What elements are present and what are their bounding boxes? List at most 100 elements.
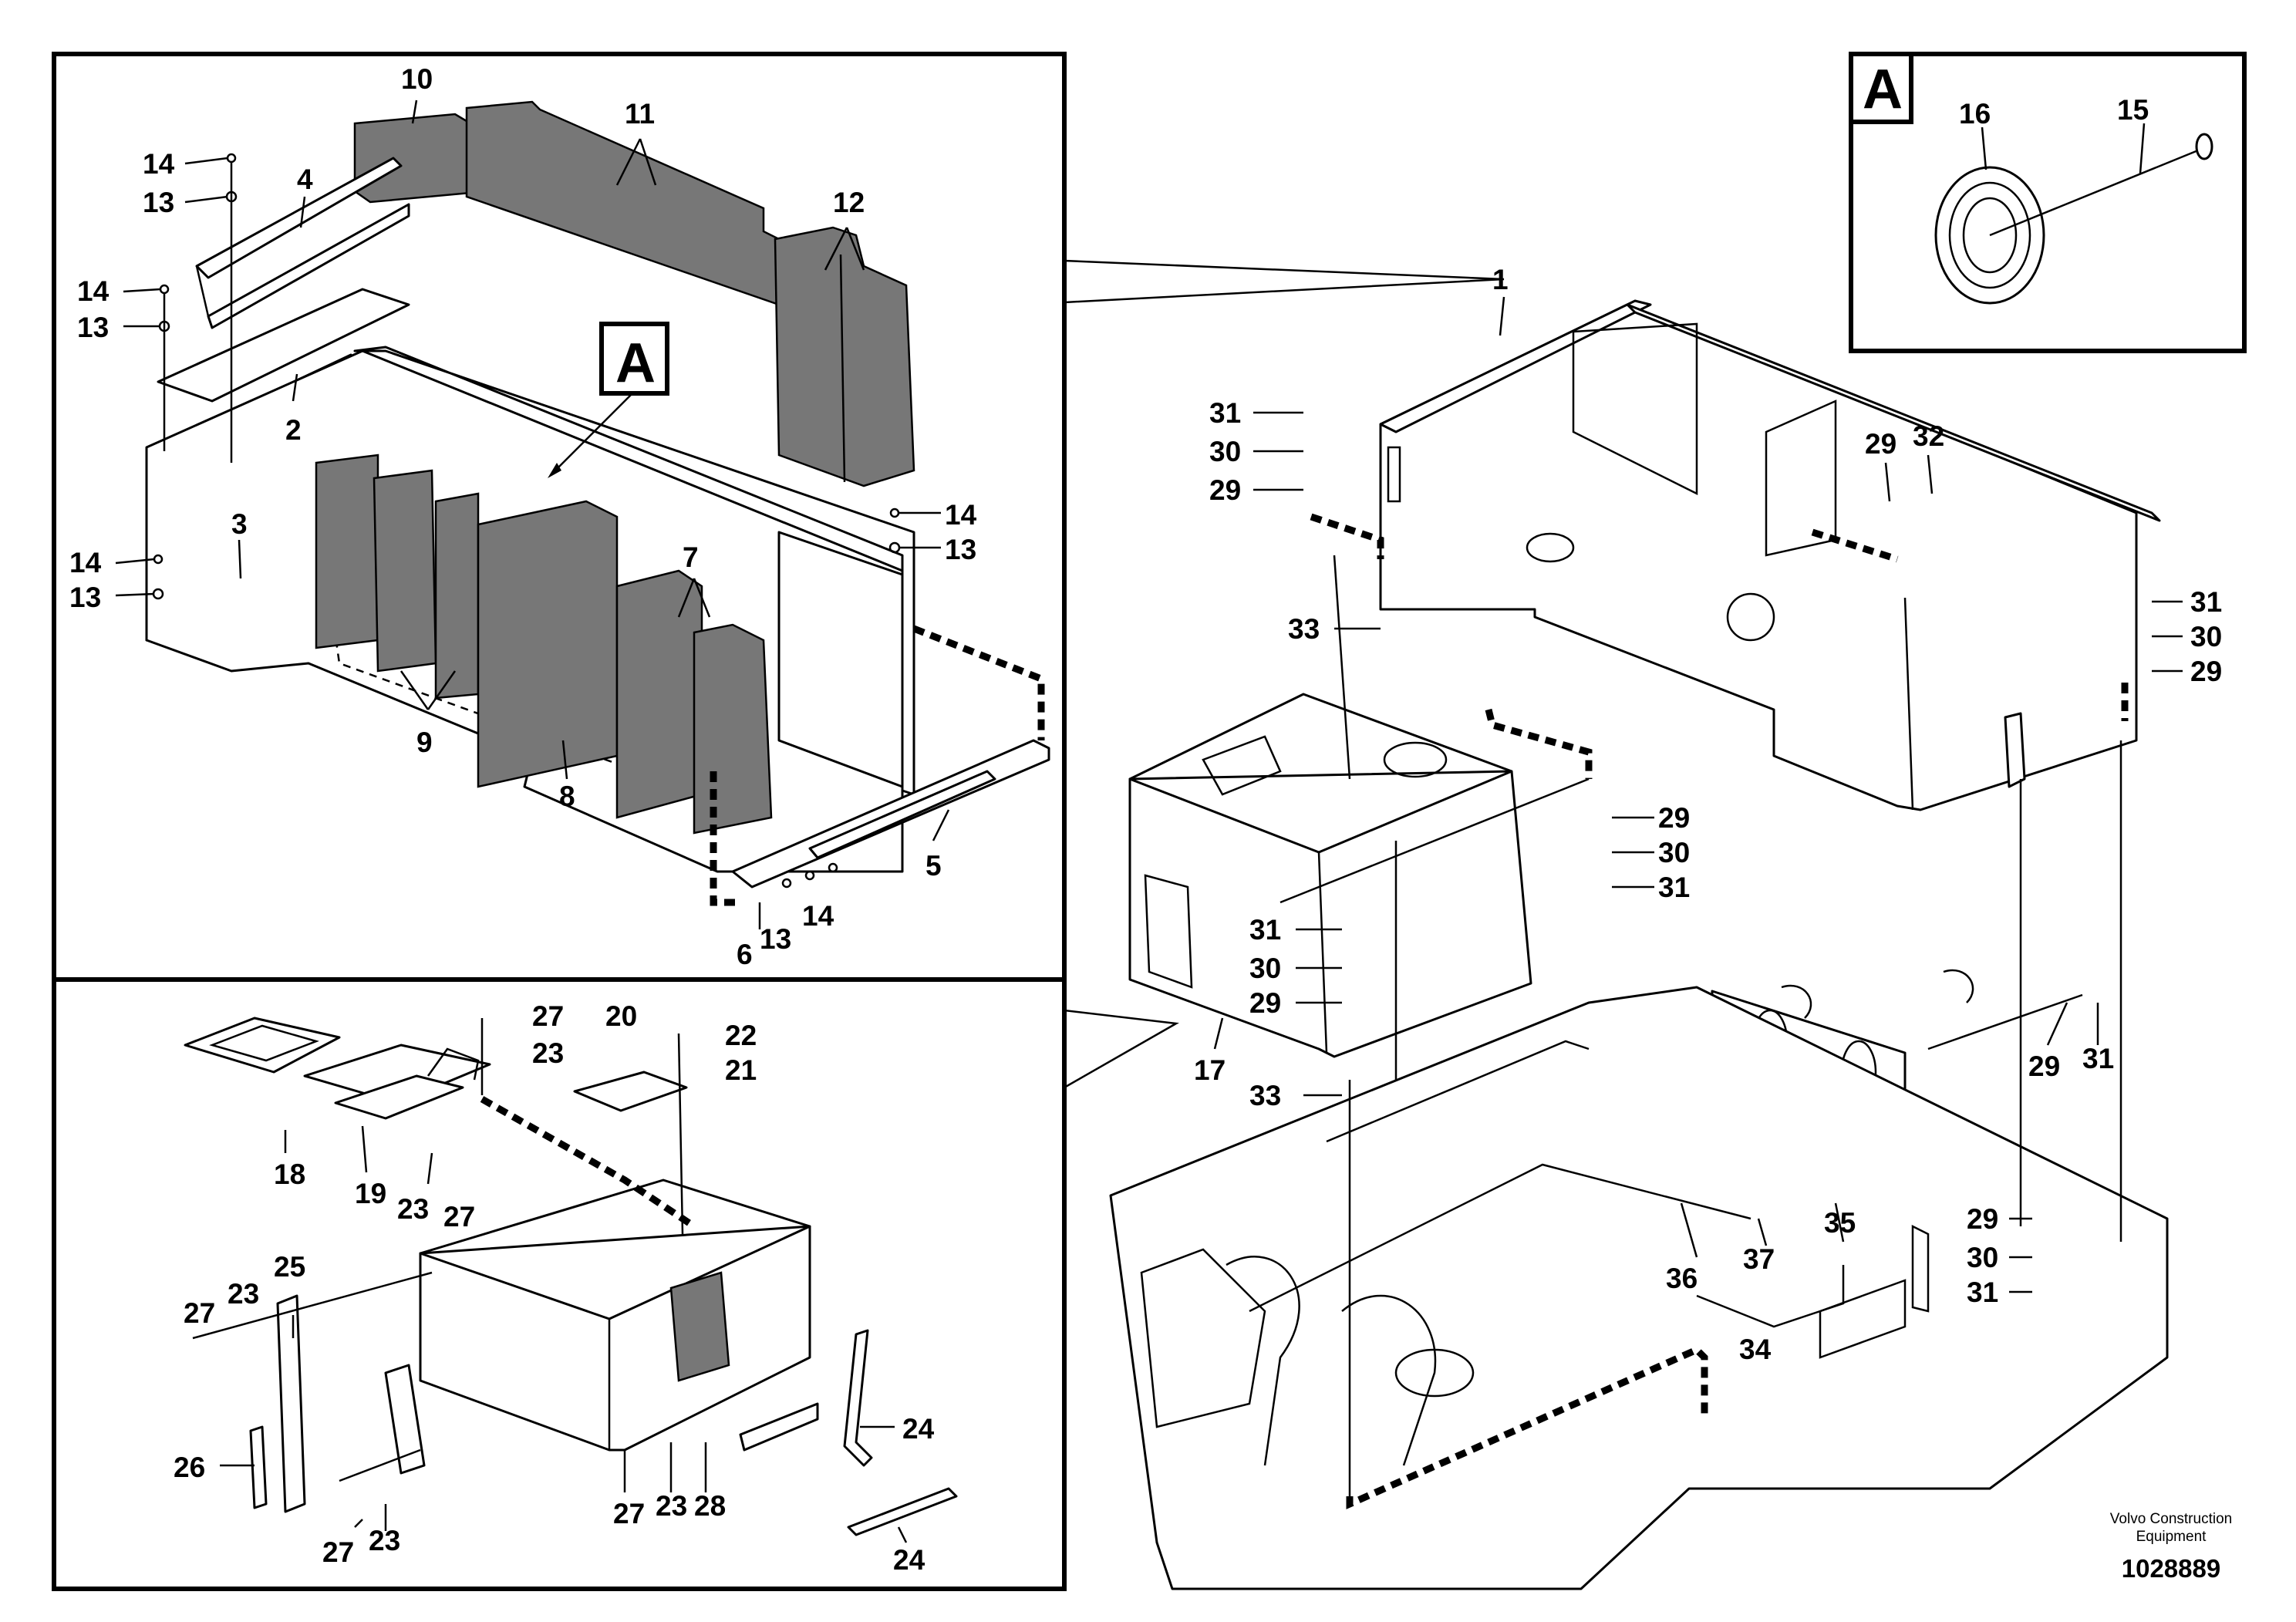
callout-13: 13 bbox=[77, 312, 109, 343]
svg-text:A: A bbox=[615, 332, 656, 394]
leaders-right bbox=[1213, 296, 2183, 1328]
frame-1 bbox=[1379, 299, 2161, 811]
callout-23: 23 bbox=[532, 1037, 564, 1069]
callout-18: 18 bbox=[274, 1158, 305, 1190]
callout-9: 9 bbox=[416, 727, 433, 758]
callout-31: 31 bbox=[2082, 1043, 2114, 1074]
callout-26: 26 bbox=[174, 1452, 205, 1483]
callout-27: 27 bbox=[322, 1536, 354, 1568]
callout-31: 31 bbox=[1658, 872, 1690, 903]
callout-25: 25 bbox=[274, 1251, 305, 1283]
callout-37: 37 bbox=[1743, 1243, 1775, 1275]
detail-a-pin-15 bbox=[1989, 133, 2213, 237]
detail-a-label: A bbox=[1863, 59, 1903, 120]
callout-20: 20 bbox=[605, 1000, 637, 1032]
plate-20 bbox=[573, 1071, 688, 1112]
callout-23: 23 bbox=[228, 1278, 259, 1310]
detail-a-callout-box: A bbox=[548, 322, 669, 478]
callout-7: 7 bbox=[683, 541, 699, 573]
callout-12: 12 bbox=[833, 187, 865, 218]
callout-29: 29 bbox=[1865, 428, 1896, 460]
leaders-upper-left bbox=[115, 99, 950, 929]
callout-23: 23 bbox=[656, 1490, 687, 1522]
company-line-1: Volvo Construction bbox=[2110, 1511, 2232, 1527]
callout-19: 19 bbox=[355, 1178, 386, 1209]
footer: Volvo Construction Equipment 1028889 bbox=[2110, 1511, 2232, 1583]
upper-frame-chassis bbox=[1109, 969, 2169, 1590]
callout-35: 35 bbox=[1824, 1207, 1856, 1239]
callout-13: 13 bbox=[143, 187, 174, 218]
callout-34: 34 bbox=[1739, 1334, 1772, 1365]
callout-27: 27 bbox=[613, 1498, 645, 1529]
callout-13: 13 bbox=[69, 582, 101, 613]
box-17-exploded bbox=[419, 1179, 819, 1452]
callout-13: 13 bbox=[760, 923, 791, 955]
callout-29: 29 bbox=[1967, 1203, 1998, 1235]
callout-30: 30 bbox=[1209, 436, 1241, 467]
callout-33: 33 bbox=[1288, 613, 1320, 645]
callout-31: 31 bbox=[2190, 586, 2222, 618]
callout-30: 30 bbox=[1658, 837, 1690, 868]
callout-11: 11 bbox=[625, 98, 655, 130]
callout-1: 1 bbox=[1492, 264, 1509, 295]
callout-8: 8 bbox=[559, 781, 575, 812]
callout-23: 23 bbox=[397, 1193, 429, 1225]
callout-5: 5 bbox=[925, 850, 942, 882]
callout-14: 14 bbox=[77, 275, 110, 307]
callout-21: 21 bbox=[725, 1054, 757, 1086]
callout-24: 24 bbox=[902, 1413, 935, 1445]
callout-17: 17 bbox=[1194, 1054, 1226, 1086]
callout-14: 14 bbox=[945, 499, 977, 531]
callout-29: 29 bbox=[1249, 987, 1281, 1019]
callout-29: 29 bbox=[2028, 1050, 2060, 1082]
callout-29: 29 bbox=[2190, 656, 2222, 687]
callout-labels: 10 11 12 14 13 4 14 13 2 3 14 13 14 13 7… bbox=[69, 63, 2222, 1576]
callout-30: 30 bbox=[2190, 621, 2222, 653]
callout-16: 16 bbox=[1959, 98, 1991, 130]
callout-27: 27 bbox=[184, 1297, 215, 1329]
panel-12 bbox=[774, 226, 915, 487]
callout-2: 2 bbox=[285, 414, 302, 446]
rail-5 bbox=[731, 739, 1050, 889]
box-17 bbox=[1128, 693, 1532, 1058]
callout-3: 3 bbox=[231, 508, 248, 540]
callout-28: 28 bbox=[694, 1490, 726, 1522]
strip-26 bbox=[249, 1425, 268, 1509]
callout-22: 22 bbox=[725, 1020, 757, 1051]
cover-18 bbox=[184, 1017, 341, 1074]
callout-32: 32 bbox=[1913, 420, 1944, 452]
callout-31: 31 bbox=[1209, 397, 1241, 429]
callout-14: 14 bbox=[802, 900, 834, 932]
callout-6: 6 bbox=[737, 939, 753, 970]
callout-14: 14 bbox=[143, 148, 175, 180]
callout-10: 10 bbox=[401, 63, 433, 95]
pads-7 bbox=[315, 454, 773, 835]
callout-30: 30 bbox=[1967, 1242, 1998, 1273]
callout-30: 30 bbox=[1249, 953, 1281, 984]
leaders-lower-left bbox=[192, 1018, 908, 1543]
callout-27: 27 bbox=[443, 1201, 475, 1233]
panel-11 bbox=[465, 100, 781, 306]
panel-25 bbox=[276, 1294, 306, 1513]
callout-14: 14 bbox=[69, 547, 102, 578]
frame-lower-left bbox=[52, 977, 1067, 1591]
callout-27: 27 bbox=[532, 1000, 564, 1032]
callout-13: 13 bbox=[945, 534, 976, 565]
panel-10 bbox=[353, 113, 472, 204]
callout-24: 24 bbox=[893, 1544, 925, 1576]
bracket-4 bbox=[195, 157, 410, 329]
frame-detail-a bbox=[1849, 52, 2247, 353]
hinge-plate-19 bbox=[303, 1044, 491, 1120]
company-line-2: Equipment bbox=[2136, 1529, 2207, 1545]
document-number: 1028889 bbox=[2122, 1554, 2220, 1583]
callout-29: 29 bbox=[1209, 474, 1241, 506]
callout-29: 29 bbox=[1658, 802, 1690, 834]
callout-31: 31 bbox=[1967, 1276, 1998, 1308]
callout-15: 15 bbox=[2117, 94, 2149, 126]
side-cover bbox=[384, 1364, 426, 1475]
callout-23: 23 bbox=[369, 1525, 400, 1556]
callout-31: 31 bbox=[1249, 914, 1281, 946]
bar-24 bbox=[843, 1329, 958, 1536]
rear-panel-frame bbox=[353, 346, 915, 796]
